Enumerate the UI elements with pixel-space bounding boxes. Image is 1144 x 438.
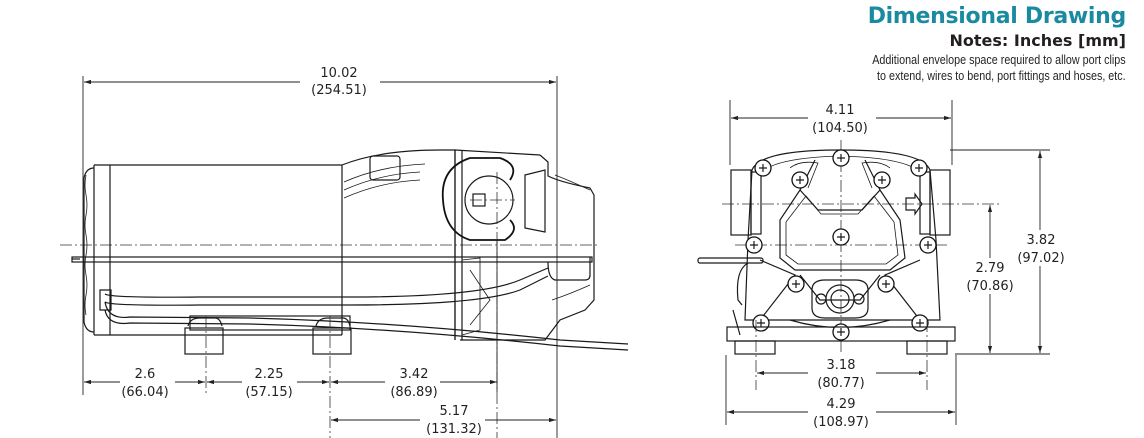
- dim-overall-length: 10.02 (254.51): [82, 64, 558, 438]
- side-port-ring: [441, 157, 546, 438]
- screw-icon: [754, 159, 772, 177]
- dim-bottom-row: 2.6 (66.04) 2.25 (57.15) 3.42 (86.89) 5.…: [84, 240, 556, 438]
- dim-5-17-mm: (131.32): [426, 422, 482, 437]
- dim-3-42-mm: (86.89): [390, 385, 437, 400]
- overall-length-in: 10.02: [320, 66, 357, 81]
- dim-2-79-in: 2.79: [976, 261, 1005, 276]
- title-block: Dimensional Drawing Notes: Inches [mm] A…: [831, 4, 1127, 84]
- envelope-note-line1: Additional envelope space required to al…: [872, 53, 1126, 67]
- dim-4-11-in: 4.11: [826, 103, 855, 118]
- screws: [745, 149, 937, 341]
- units-note: Notes: Inches [mm]: [949, 31, 1126, 50]
- end-view: 4.11 (104.50): [697, 100, 1072, 438]
- screw-icon: [911, 314, 929, 332]
- dim-2-25-mm: (57.15): [245, 385, 292, 400]
- dim-3-18-mm: (80.77): [817, 376, 864, 391]
- dim-2-25-in: 2.25: [255, 367, 284, 382]
- drawing-title: Dimensional Drawing: [867, 4, 1127, 29]
- envelope-note-line2: to extend, wires to bend, port fittings …: [877, 69, 1126, 83]
- screw-icon: [752, 314, 770, 332]
- screw-icon: [832, 323, 850, 341]
- dim-2-6-mm: (66.04): [121, 385, 168, 400]
- screw-icon: [787, 275, 805, 293]
- dim-4-29-in: 4.29: [827, 397, 856, 412]
- screw-icon: [910, 159, 928, 177]
- dim-2-6-in: 2.6: [135, 367, 156, 382]
- screw-icon: [877, 275, 895, 293]
- side-view: 10.02 (254.51): [60, 64, 629, 438]
- dim-3-82-in: 3.82: [1027, 233, 1056, 248]
- screw-icon: [745, 236, 763, 254]
- screw-icon: [832, 228, 850, 246]
- overall-length-mm: (254.51): [311, 83, 367, 98]
- dim-4-29-mm: (108.97): [813, 415, 869, 430]
- dim-5-17-in: 5.17: [440, 404, 469, 419]
- screw-icon: [832, 149, 850, 167]
- screw-icon: [873, 171, 891, 189]
- dim-2-79-mm: (70.86): [966, 279, 1013, 294]
- dim-3-42-in: 3.42: [400, 367, 429, 382]
- dim-3-82-mm: (97.02): [1017, 251, 1064, 266]
- dim-4-11-mm: (104.50): [812, 121, 868, 136]
- dim-3-18-in: 3.18: [827, 358, 856, 373]
- screw-icon: [919, 236, 937, 254]
- screw-icon: [791, 171, 809, 189]
